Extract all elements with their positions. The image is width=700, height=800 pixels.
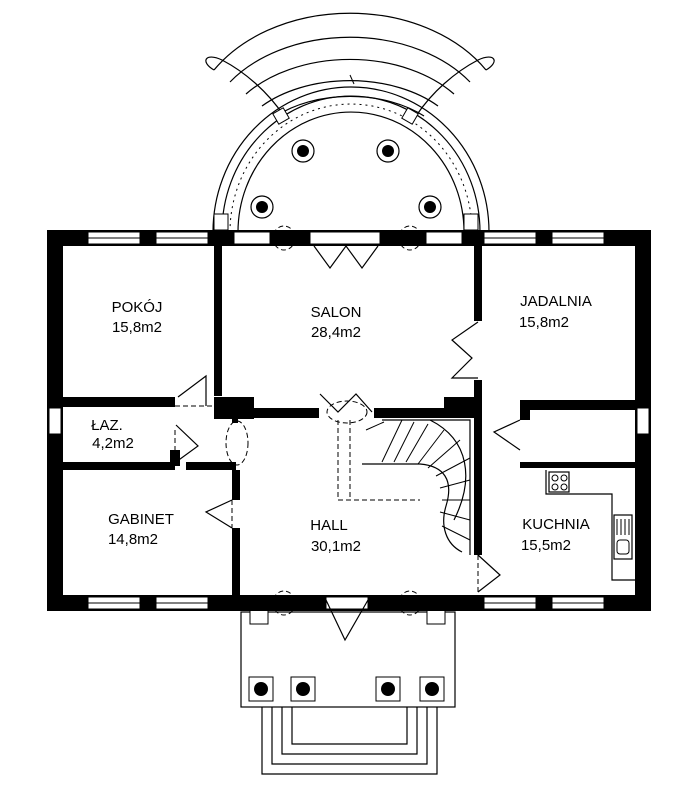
room-area: 4,2m2: [92, 435, 134, 452]
room-kuchnia: KUCHNIA 15,5m2: [521, 516, 590, 554]
terrace-column: [376, 139, 400, 163]
room-name: POKÓJ: [112, 299, 163, 316]
kitchen-fixtures: [545, 470, 635, 581]
room-name: HALL: [310, 517, 348, 534]
terrace-column: [250, 195, 274, 219]
room-area: 15,8m2: [519, 314, 569, 331]
room-area: 15,8m2: [112, 319, 162, 336]
windows-bottom: [87, 596, 605, 610]
room-name: KUCHNIA: [522, 516, 590, 533]
room-salon: SALON 28,4m2: [311, 304, 362, 341]
room-name: ŁAZ.: [91, 417, 123, 434]
interior-walls: [63, 246, 635, 595]
room-lazienka: ŁAZ. 4,2m2: [91, 417, 134, 452]
room-area: 15,5m2: [521, 537, 571, 554]
staircase: [337, 419, 471, 555]
terrace-column: [418, 195, 442, 219]
porch-column: [419, 676, 445, 702]
room-pokoj: POKÓJ 15,8m2: [112, 299, 163, 336]
wall-columns: [225, 225, 422, 616]
room-name: GABINET: [108, 511, 174, 528]
window-right: [636, 407, 650, 435]
room-area: 14,8m2: [108, 531, 158, 548]
room-gabinet: GABINET 14,8m2: [108, 511, 174, 548]
rear-terrace: [205, 12, 495, 233]
porch-column: [375, 676, 401, 702]
room-area: 28,4m2: [311, 324, 361, 341]
windows-top: [87, 231, 605, 245]
terrace-column: [291, 139, 315, 163]
room-name: JADALNIA: [520, 293, 592, 310]
room-area: 30,1m2: [311, 538, 361, 555]
room-hall: HALL 30,1m2: [310, 517, 361, 555]
window-left: [48, 407, 62, 435]
porch-column: [290, 676, 316, 702]
front-porch: [240, 609, 456, 775]
room-jadalnia: JADALNIA 15,8m2: [519, 293, 592, 331]
porch-column: [248, 676, 274, 702]
doors: [174, 244, 521, 642]
room-name: SALON: [311, 304, 362, 321]
